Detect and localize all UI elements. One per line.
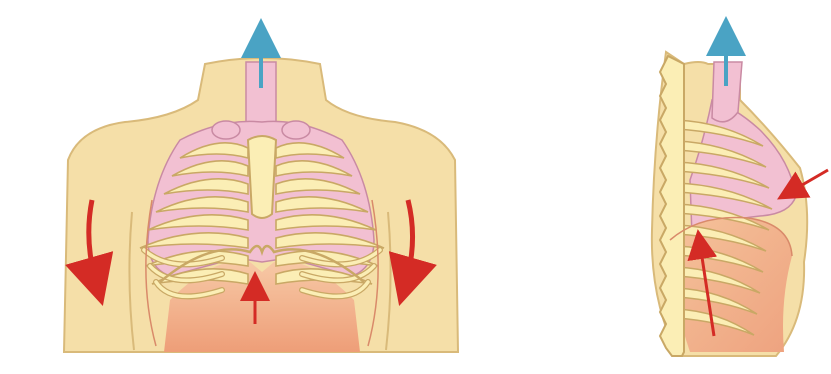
left-bronchus xyxy=(212,121,240,139)
side-view xyxy=(652,36,828,356)
right-bronchus xyxy=(282,121,310,139)
front-sternum xyxy=(248,136,276,218)
front-view xyxy=(64,38,458,352)
